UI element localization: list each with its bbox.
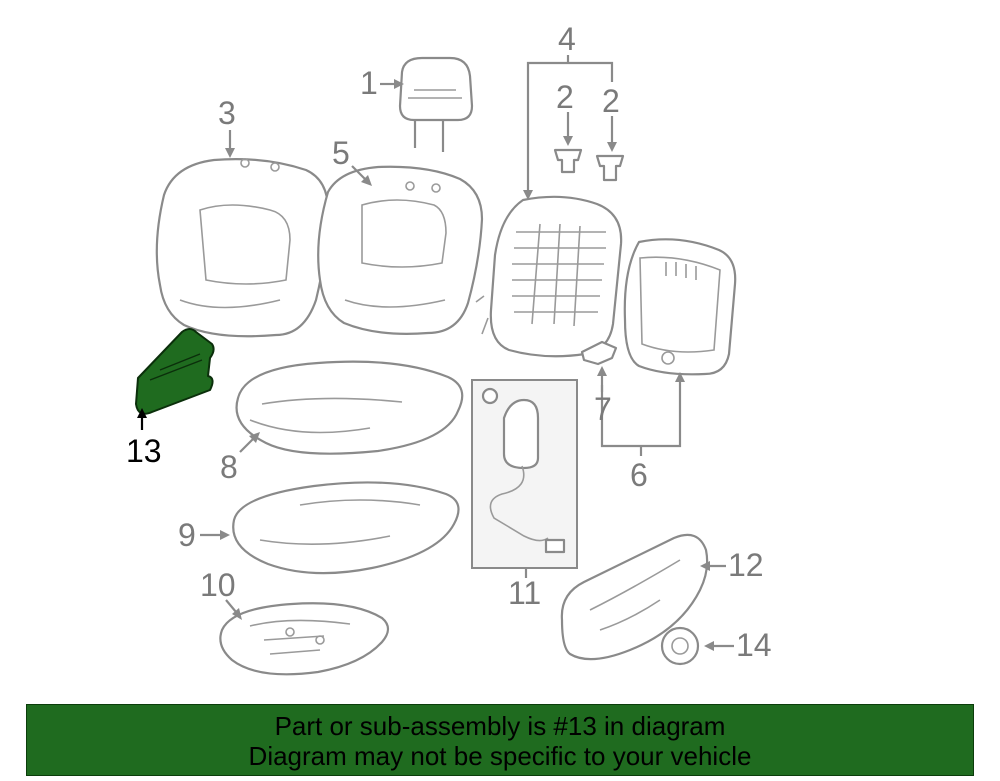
callout-2b: 2 [602,83,620,152]
callout-7: 7 [594,366,612,427]
callout-4: 4 [523,21,614,200]
part-2-clip-right [595,154,625,182]
callout-9-label: 9 [178,517,196,553]
callout-3: 3 [218,95,236,158]
part-8-cushion-cover [235,360,464,455]
part-14-knob [660,626,700,666]
banner-line-1: Part or sub-assembly is #13 in diagram [274,711,726,741]
callout-1: 1 [360,65,404,101]
callout-6: 6 [600,372,685,493]
part-9-cushion-pad [232,481,460,575]
part-info-banner: Part or sub-assembly is #13 in diagram D… [26,704,974,776]
callout-13: 13 [126,408,162,469]
callout-6-label: 6 [630,457,648,493]
callout-12-label: 12 [728,547,764,583]
callout-11: 11 [508,568,541,611]
callout-14: 14 [704,627,772,663]
part-11-inset [471,379,578,569]
banner-line-2: Diagram may not be specific to your vehi… [248,741,752,771]
part-6-back-panel [623,238,737,376]
callout-2b-label: 2 [602,83,620,119]
part-2-clip-left [553,148,583,174]
callout-9: 9 [178,517,230,553]
callout-3-label: 3 [218,95,236,131]
callout-1-label: 1 [360,65,378,101]
part-7-bracket [580,340,618,366]
parts-diagram: 1 2 2 4 3 [126,21,772,676]
callout-10-label: 10 [200,567,236,603]
callout-8-label: 8 [220,449,238,485]
part-3-seatback-cover [155,158,330,338]
part-10-seat-pan [219,602,390,676]
part-13-highlighted-bracket [135,328,215,415]
callout-14-label: 14 [736,627,772,663]
callout-8: 8 [220,432,260,485]
part-1-headrest [398,56,474,152]
callout-2a: 2 [556,79,574,146]
part-4-seatback-frame [475,195,623,358]
callout-7-label: 7 [594,391,612,427]
callout-5-label: 5 [332,135,350,171]
callout-5: 5 [332,135,372,186]
callout-10: 10 [200,567,242,620]
callout-11-label: 11 [508,575,541,611]
callout-2a-label: 2 [556,79,574,115]
part-12-side-trim [560,533,709,661]
callout-13-label: 13 [126,433,162,469]
callout-12: 12 [700,547,764,583]
part-5-seatback-pad [317,165,484,335]
callout-4-label: 4 [558,21,576,57]
